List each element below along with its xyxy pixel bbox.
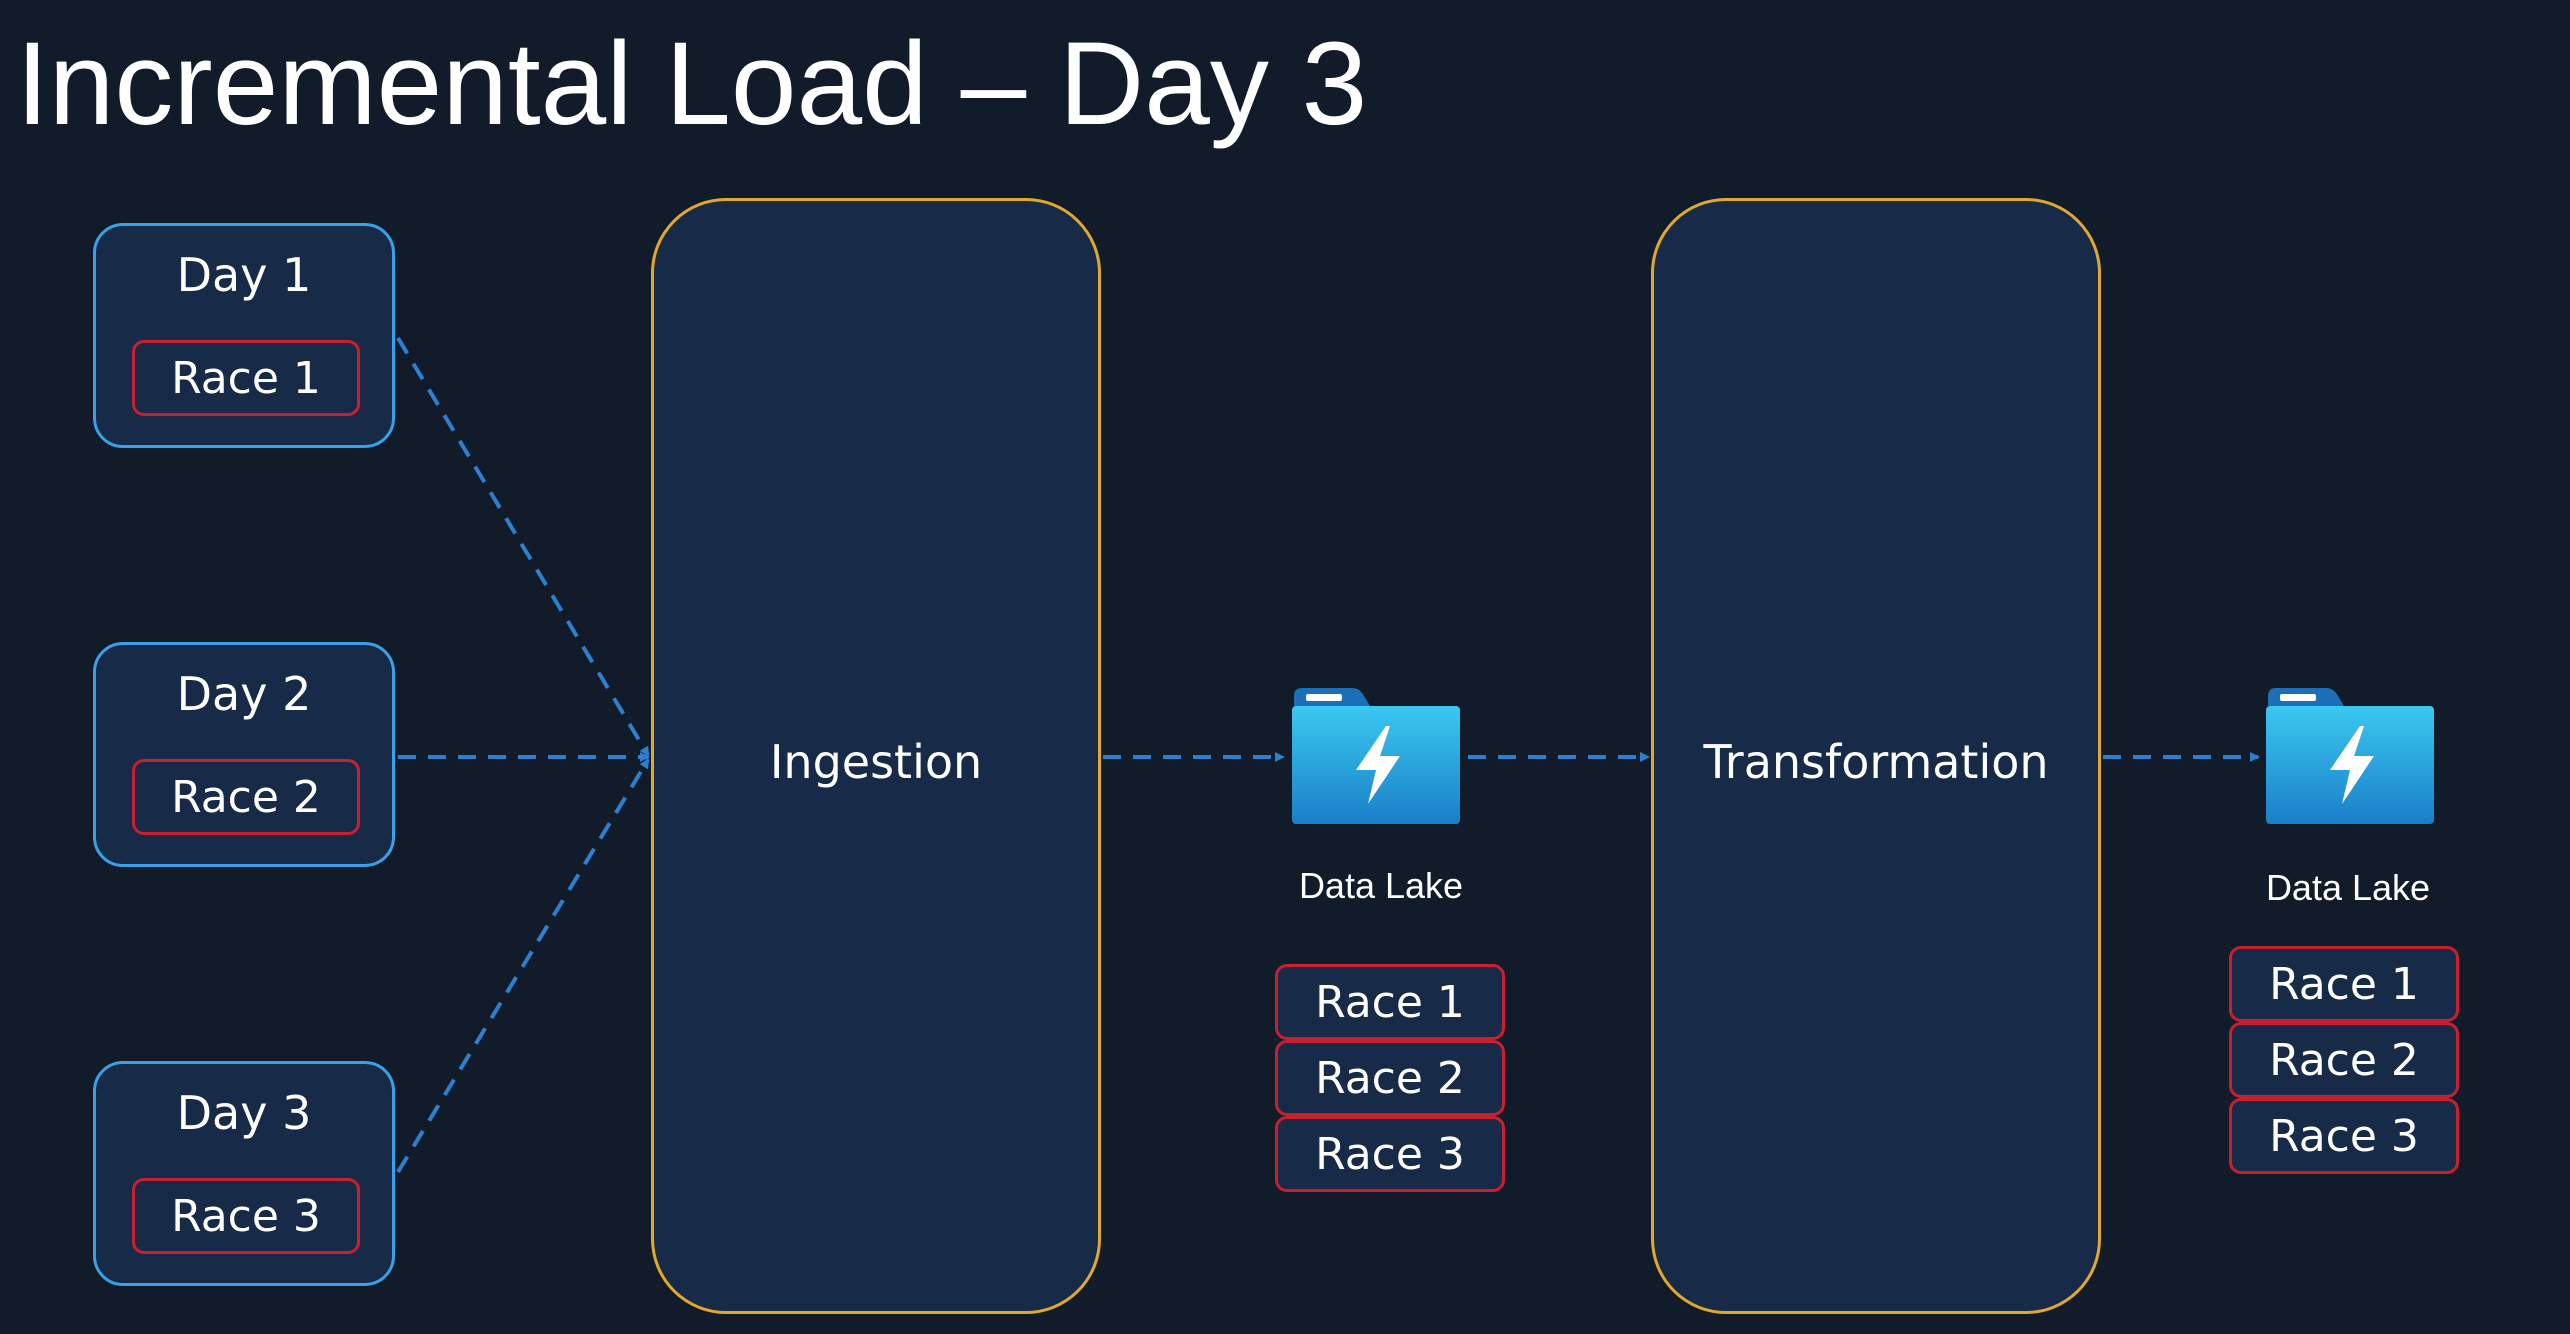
arrow-day1-to-ingestion (396, 336, 650, 757)
day-label: Day 1 (176, 248, 312, 302)
data-lake-label: Data Lake (1298, 865, 1464, 906)
source-day-3: Day 3 Race 3 (93, 1061, 395, 1286)
lake-race-chip: Race 3 (1275, 1116, 1505, 1192)
lake-race-chip: Race 2 (2229, 1022, 2459, 1098)
lake-race-chip: Race 3 (2229, 1098, 2459, 1174)
day-label: Day 2 (176, 667, 312, 721)
stage-label: Transformation (1703, 735, 2049, 789)
day-label: Day 3 (176, 1086, 312, 1140)
transformation-stage: Transformation (1651, 198, 2101, 1314)
race-chip: Race 1 (132, 340, 360, 416)
stage-label: Ingestion (769, 735, 983, 789)
ingestion-stage: Ingestion (651, 198, 1101, 1314)
race-chip: Race 2 (132, 759, 360, 835)
lake-race-chip: Race 1 (1275, 964, 1505, 1040)
page-title: Incremental Load – Day 3 (16, 18, 1368, 150)
data-lake-folder-icon (2266, 688, 2434, 824)
lake-race-chip: Race 1 (2229, 946, 2459, 1022)
lake-race-chip: Race 2 (1275, 1040, 1505, 1116)
data-lake-label: Data Lake (2265, 867, 2431, 908)
race-chip: Race 3 (132, 1178, 360, 1254)
arrow-day3-to-ingestion (396, 758, 650, 1174)
source-day-1: Day 1 Race 1 (93, 223, 395, 448)
data-lake-folder-icon (1292, 688, 1460, 824)
source-day-2: Day 2 Race 2 (93, 642, 395, 867)
